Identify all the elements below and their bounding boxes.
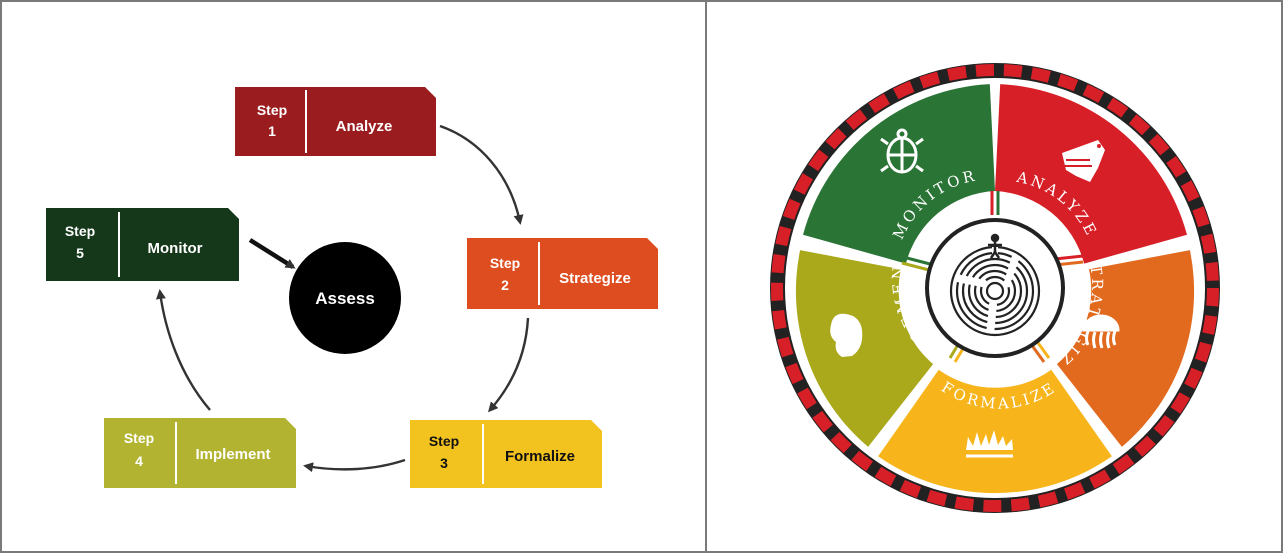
step-1-card: Step 1 Analyze (235, 87, 436, 156)
segment-formalize (878, 369, 1112, 494)
step-3-number: 3 (440, 455, 448, 471)
step-2-number: 2 (501, 277, 509, 293)
left-cycle-diagram: Assess Step 1 Analyze Step 2 Strategize … (46, 87, 658, 488)
step-1-name: Analyze (336, 118, 393, 135)
segment-strategize (1056, 250, 1195, 447)
step-2-card: Step 2 Strategize (467, 238, 658, 309)
arrow-step4-to-step5 (155, 289, 211, 411)
assess-label: Assess (315, 289, 375, 308)
step-4-step-word: Step (124, 430, 154, 446)
segment-implement (795, 250, 934, 447)
bird-icon (1062, 140, 1105, 182)
arrow-step5-to-assess (248, 238, 296, 269)
step-4-card: Step 4 Implement (104, 418, 296, 488)
jellyfish-icon (1082, 314, 1120, 349)
step-4-name: Implement (195, 446, 270, 463)
turtle-icon (880, 128, 924, 174)
step-1-step-word: Step (257, 102, 287, 118)
segment-monitor (803, 84, 995, 264)
step-5-card: Step 5 Monitor (46, 208, 239, 281)
step-5-number: 5 (76, 245, 84, 261)
arrow-step1-to-step2 (439, 124, 524, 225)
step-5-name: Monitor (148, 240, 203, 257)
step-3-step-word: Step (429, 433, 459, 449)
step-3-card: Step 3 Formalize (410, 420, 602, 488)
step-2-name: Strategize (559, 270, 631, 287)
step-4-number: 4 (135, 453, 143, 469)
step-1-number: 1 (268, 123, 276, 139)
grass-icon (966, 430, 1013, 458)
arrow-step2-to-step3 (488, 317, 530, 413)
bear-icon (830, 313, 863, 357)
center-ring (925, 218, 1065, 358)
man-in-maze-icon (949, 233, 1041, 337)
arrow-step3-to-step4 (303, 458, 406, 473)
step-2-step-word: Step (490, 255, 520, 271)
step-3-name: Formalize (505, 448, 575, 465)
wheel-outer-red-ring (771, 64, 1219, 512)
step-5-step-word: Step (65, 223, 95, 239)
assess-circle (289, 242, 401, 354)
